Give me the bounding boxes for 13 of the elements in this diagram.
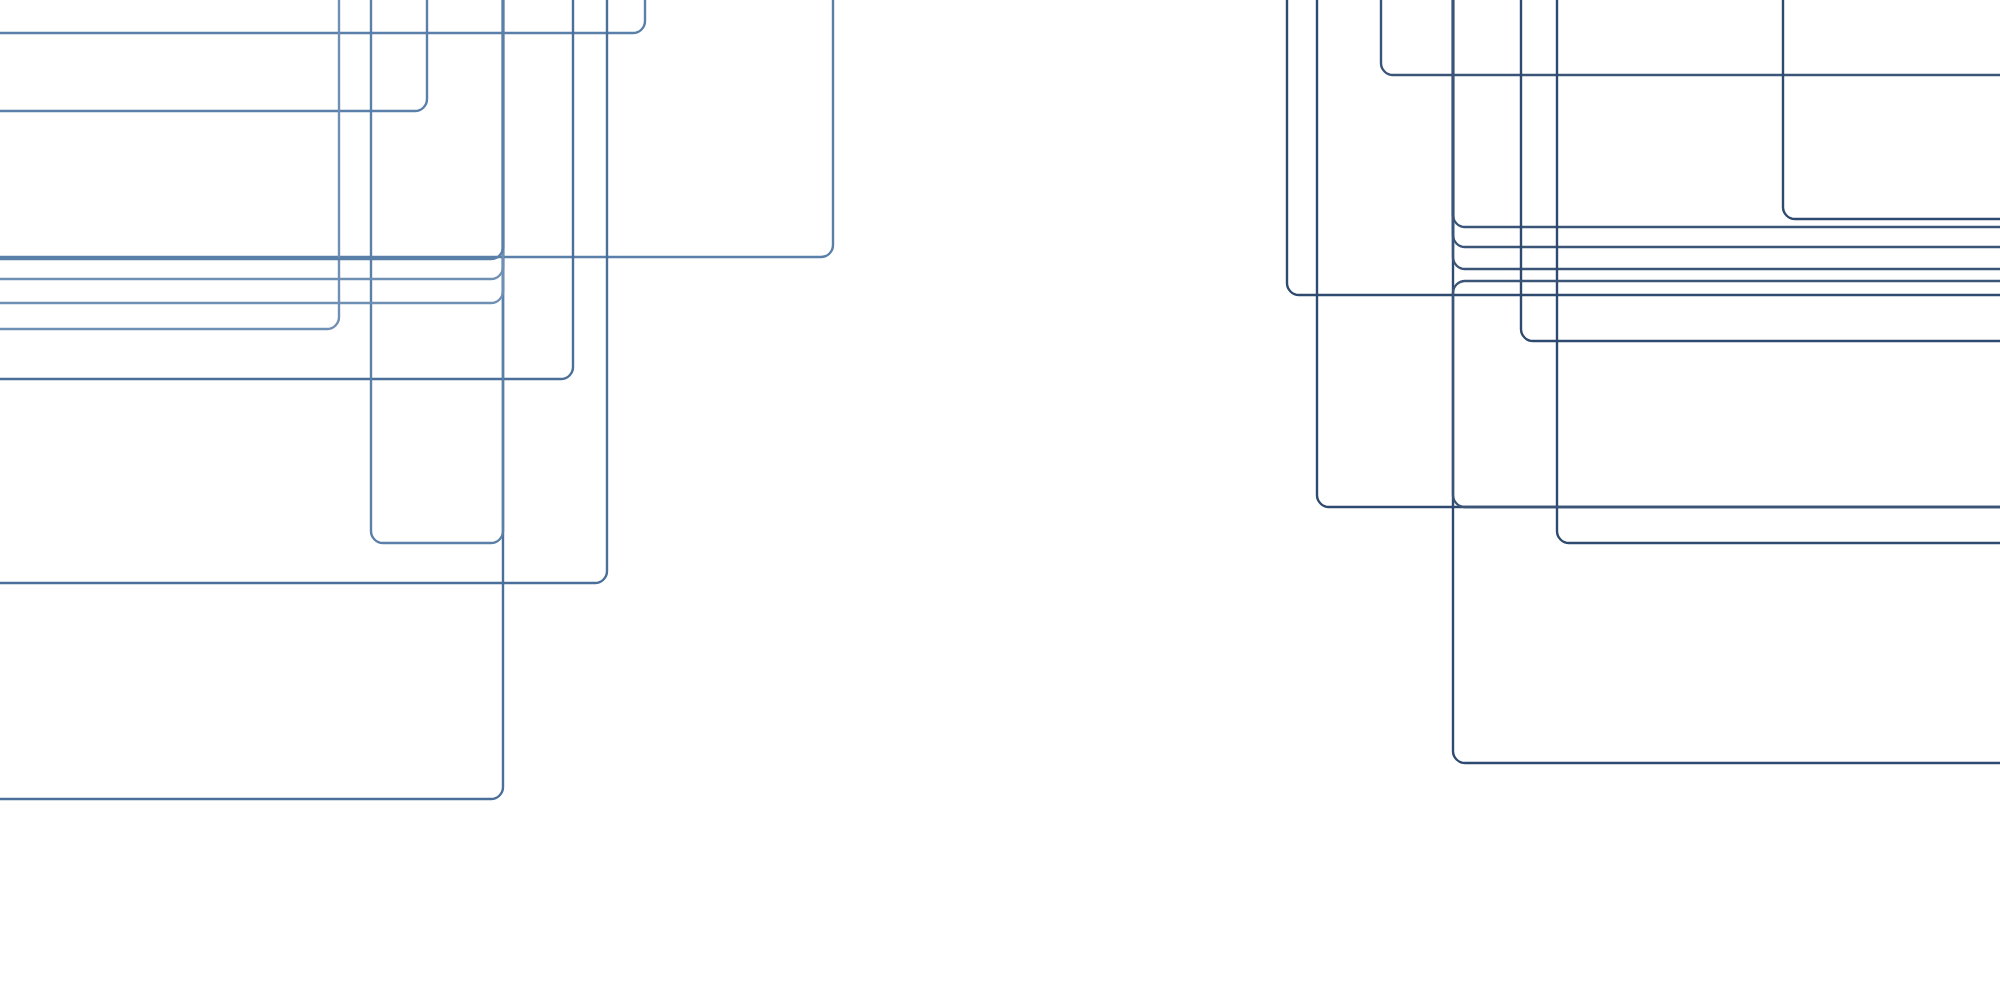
rounded-rectangle-outline xyxy=(0,0,574,380)
rounded-rectangle-outline xyxy=(370,0,504,544)
rounded-rectangle-outline xyxy=(0,0,608,584)
rounded-rectangle-outline xyxy=(1556,0,2000,544)
rounded-rectangle-outline xyxy=(0,0,340,330)
rounded-rectangle-outline xyxy=(1286,0,2000,296)
rounded-rectangle-outline xyxy=(0,0,428,112)
rounded-rectangle-outline xyxy=(1520,0,2000,342)
rounded-rectangle-outline xyxy=(1380,0,2000,76)
rounded-rectangle-outline xyxy=(0,0,646,34)
rounded-rectangle-outline xyxy=(1452,280,2000,508)
rounded-rectangle-outline xyxy=(0,0,834,258)
rounded-rectangle-outline xyxy=(1782,0,2000,220)
